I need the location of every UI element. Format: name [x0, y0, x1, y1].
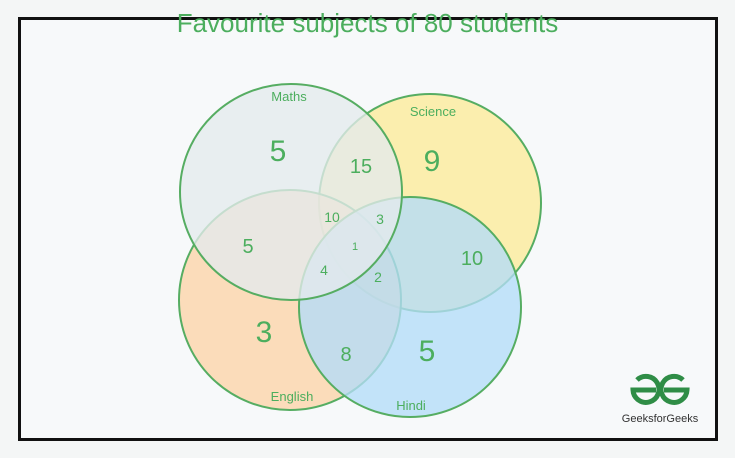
all-four-value: 1	[352, 241, 358, 253]
maths-label: Maths	[271, 89, 307, 104]
region-values: 5 9 3 5 15 5 10 8 10 3 4 2 1	[242, 135, 483, 368]
maths-only-value: 5	[270, 135, 287, 168]
logo-text: GeeksforGeeks	[621, 413, 699, 425]
venn-circles	[178, 83, 542, 418]
hindi-label: Hindi	[396, 398, 426, 413]
maths-science-english-value: 10	[324, 209, 340, 225]
english-only-value: 3	[256, 316, 273, 349]
maths-science-value: 15	[350, 156, 372, 178]
science-english-hindi-value: 2	[374, 269, 382, 285]
science-label: Science	[410, 104, 456, 119]
diagram-title: Favourite subjects of 80 students	[176, 8, 559, 38]
science-only-value: 9	[424, 145, 441, 178]
geeksforgeeks-logo: GeeksforGeeks	[605, 372, 715, 425]
maths-circle	[179, 83, 403, 301]
geeksforgeeks-logo-icon	[630, 373, 690, 405]
maths-english-value: 5	[242, 236, 253, 258]
english-label: English	[271, 389, 314, 404]
english-hindi-value: 8	[340, 344, 351, 366]
maths-english-hindi-value: 4	[320, 262, 328, 278]
maths-science-hindi-value: 3	[376, 211, 384, 227]
set-labels: Maths Science English Hindi	[271, 89, 456, 413]
science-hindi-value: 10	[461, 248, 483, 270]
hindi-only-value: 5	[419, 335, 436, 368]
